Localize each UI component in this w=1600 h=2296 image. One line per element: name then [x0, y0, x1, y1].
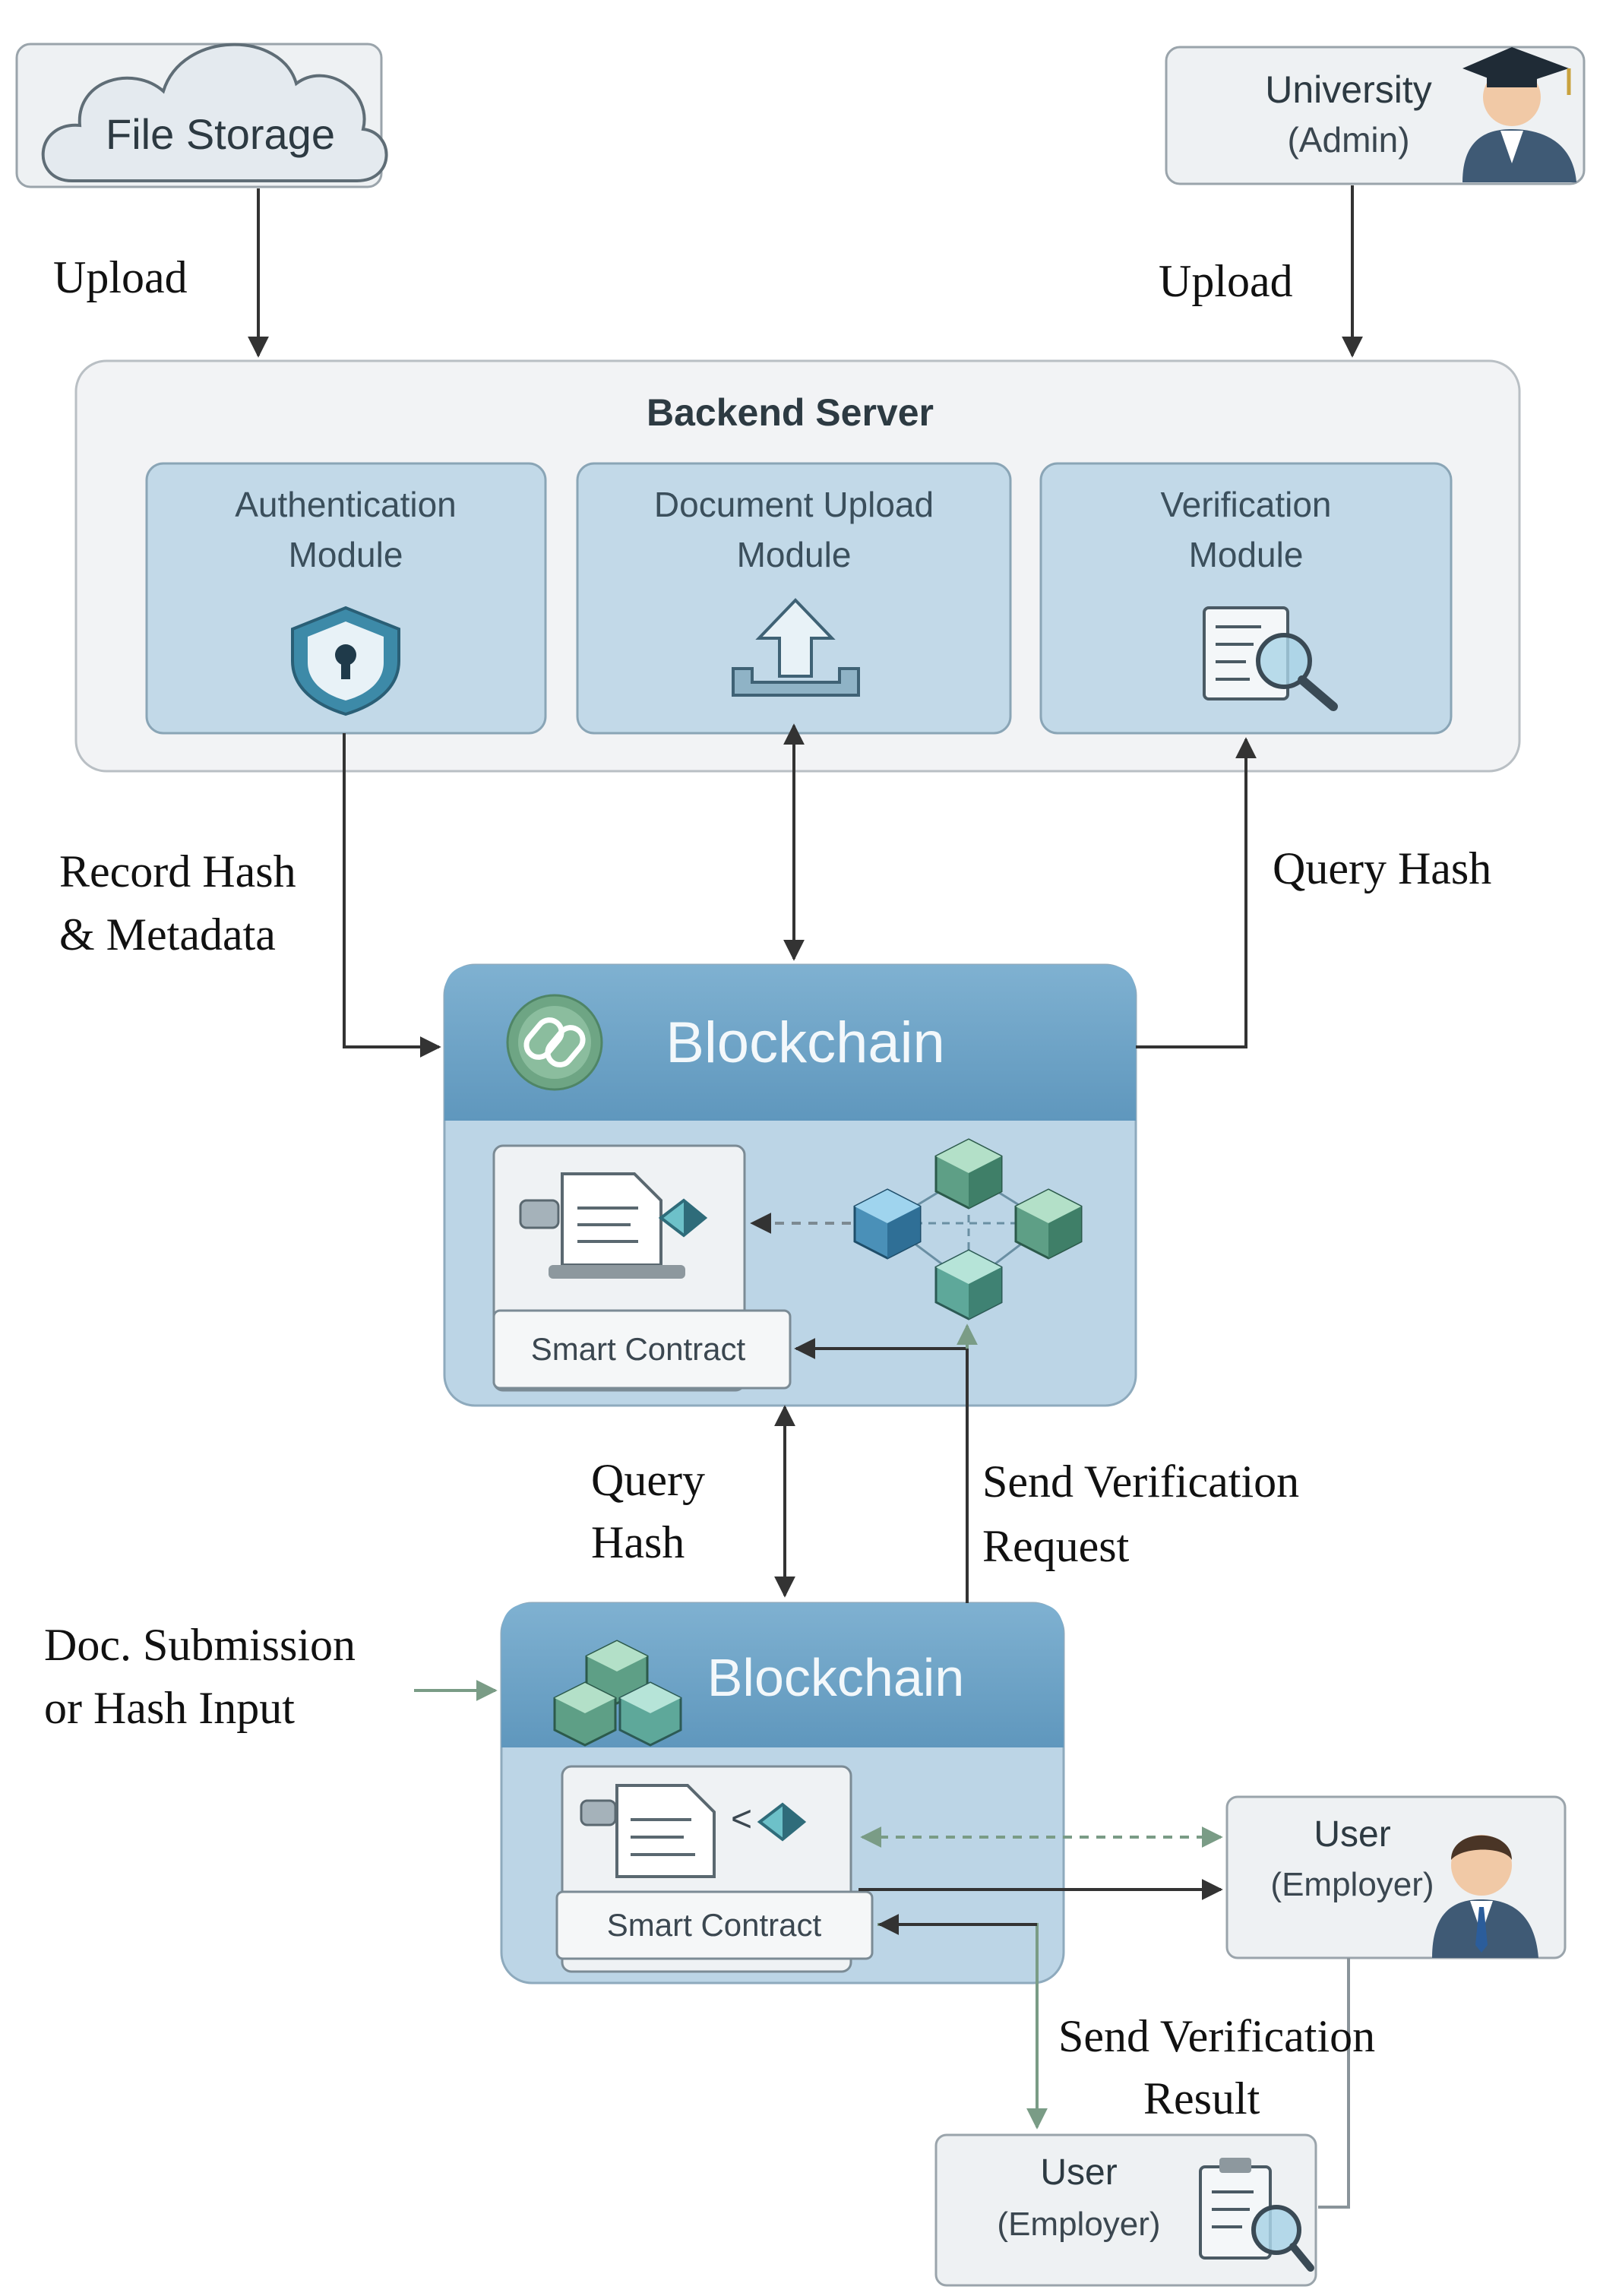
user-employer-bottom-node: User (Employer)	[934, 2133, 1317, 2287]
smart-contract-label: Smart Contract	[607, 1907, 822, 1943]
label-query-hash-right: Query Hash	[1273, 843, 1491, 893]
edge-user-connector	[1318, 1958, 1350, 2209]
user-subtitle: (Employer)	[1270, 1866, 1434, 1903]
user-title: User	[1040, 2152, 1117, 2193]
label-send-request-2: Request	[982, 1521, 1130, 1571]
label-upload-right: Upload	[1159, 256, 1293, 306]
module-title: Verification	[1160, 485, 1331, 524]
label-doc-submission-2: or Hash Input	[44, 1683, 295, 1733]
user-employer-right-node: User (Employer)	[1225, 1795, 1567, 1959]
university-subtitle: (Admin)	[1287, 120, 1409, 160]
label-send-result-2: Result	[1143, 2073, 1260, 2124]
edges	[248, 185, 1363, 2209]
blockchain-bottom-title: Blockchain	[707, 1648, 965, 1707]
upload-tray-icon	[732, 598, 860, 697]
label-record-hash-2: & Metadata	[59, 909, 276, 960]
chain-link-icon	[506, 994, 603, 1091]
module-subtitle: Module	[289, 535, 403, 574]
module-subtitle: Module	[737, 535, 852, 574]
cube-network-icon	[853, 1138, 1083, 1320]
shield-lock-icon	[291, 606, 400, 716]
contract-document-icon	[519, 1172, 708, 1279]
smart-contract-card-bottom: < Smart Contract	[555, 1765, 874, 1973]
cloud-icon	[41, 43, 388, 182]
label-query-hash-mid-2: Hash	[591, 1517, 685, 1567]
module-title: Document Upload	[654, 485, 934, 524]
smart-contract-label: Smart Contract	[531, 1331, 746, 1367]
label-send-result-1: Send Verification	[1058, 2011, 1375, 2061]
module-subtitle: Module	[1189, 535, 1304, 574]
edge-query-hash-right	[1136, 737, 1257, 1048]
label-upload-left: Upload	[53, 252, 188, 302]
cubes-icon	[553, 1640, 682, 1747]
employer-avatar-icon	[1432, 1835, 1538, 1958]
label-doc-submission-1: Doc. Submission	[44, 1620, 356, 1670]
label-record-hash-1: Record Hash	[59, 846, 296, 897]
authentication-module: Authentication Module	[145, 462, 547, 735]
user-subtitle: (Employer)	[997, 2206, 1160, 2243]
university-admin-node: University (Admin)	[1165, 46, 1586, 185]
document-upload-module: Document Upload Module	[576, 462, 1012, 735]
smart-contract-card-top: Smart Contract	[492, 1144, 792, 1392]
graduate-avatar-icon	[1462, 47, 1576, 182]
module-title: Authentication	[235, 485, 457, 524]
edge-record-hash	[343, 733, 441, 1058]
user-title: User	[1314, 1814, 1390, 1855]
verification-module: Verification Module	[1039, 462, 1453, 735]
less-than-glyph: <	[731, 1799, 752, 1839]
file-storage-node: File Storage	[15, 43, 388, 188]
document-search-icon	[1203, 606, 1338, 711]
file-storage-label: File Storage	[106, 110, 335, 158]
contract-document-icon: <	[580, 1784, 807, 1878]
clipboard-search-icon	[1199, 2158, 1314, 2272]
edge-labels: Upload Upload Record Hash & Metadata Que…	[44, 252, 1491, 2124]
blockchain-top-title: Blockchain	[666, 1010, 945, 1075]
backend-server-title: Backend Server	[647, 391, 934, 434]
university-title: University	[1265, 68, 1431, 111]
label-send-request-1: Send Verification	[982, 1456, 1299, 1507]
label-query-hash-mid-1: Query	[591, 1455, 705, 1505]
